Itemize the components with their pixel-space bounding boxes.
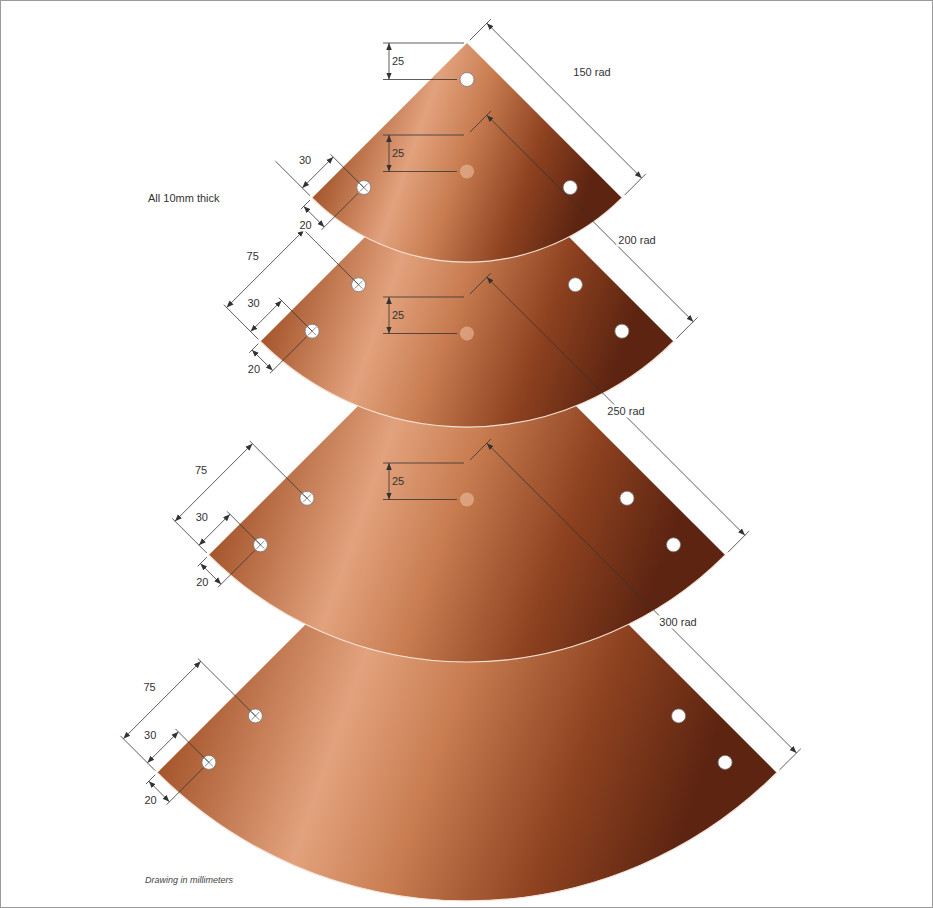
extension-line [470, 111, 491, 132]
sector-arc-edge [312, 198, 622, 262]
extension-line [330, 154, 363, 187]
bolt-hole [563, 181, 577, 195]
dimension-lines [121, 19, 801, 805]
sector-arc-edge [261, 342, 674, 428]
dimension-label: 30 [194, 510, 210, 523]
extension-line [383, 43, 464, 44]
extension-line [224, 305, 259, 340]
dimension-line [487, 23, 642, 178]
extension-line [270, 337, 307, 374]
extension-line [625, 174, 646, 195]
dimension-line [123, 661, 201, 739]
extension-line [172, 518, 207, 553]
dimension-label: 30 [142, 728, 158, 741]
bolt-hole [568, 278, 582, 292]
extension-line [301, 227, 358, 284]
dimension-label: 30 [297, 153, 313, 166]
extension-line [383, 79, 457, 80]
sector-arc-edge [209, 555, 725, 662]
bolt-hole [620, 491, 634, 505]
dimension-label: 75 [193, 463, 209, 476]
radius-label: 200 rad [616, 234, 657, 247]
radius-label: 250 rad [605, 405, 646, 418]
extension-line [176, 729, 209, 762]
dimension-line [389, 43, 390, 80]
extension-line [470, 273, 491, 294]
extension-line [322, 193, 359, 230]
dimension-line [487, 115, 694, 322]
bolt-hole [615, 324, 629, 338]
dimension-line [389, 297, 390, 334]
dimension-label: 20 [246, 362, 262, 375]
bolt-hole [667, 538, 681, 552]
note-text: Drawing in millimeters [145, 874, 233, 887]
extension-line [198, 659, 256, 716]
hidden-hole [460, 165, 474, 179]
dimension-label: 20 [142, 794, 158, 807]
extension-line [218, 550, 255, 587]
dimension-line [389, 135, 390, 172]
extension-line [383, 463, 464, 464]
hidden-hole [460, 327, 474, 341]
dimension-line [389, 463, 390, 500]
bolt-hole [718, 755, 732, 769]
dimension-label: 25 [392, 309, 404, 322]
note-text: All 10mm thick [148, 192, 220, 205]
dimension-label: 20 [297, 219, 313, 232]
extension-line [227, 511, 260, 544]
sector-arc-edge [157, 773, 776, 901]
dimension-label: 75 [141, 681, 157, 694]
extension-line [121, 736, 156, 771]
extension-line [383, 333, 457, 334]
extension-line [780, 749, 801, 770]
extension-line [728, 531, 749, 552]
radius-label: 300 rad [657, 616, 698, 629]
extension-line [676, 317, 697, 338]
dimension-line [175, 444, 252, 522]
bolt-hole [460, 73, 474, 87]
extension-line [470, 439, 491, 460]
dimension-line [487, 443, 797, 753]
dimension-label: 25 [392, 475, 404, 488]
copper-sector [312, 43, 622, 262]
extension-line [250, 441, 307, 498]
dimension-line [227, 230, 304, 307]
dimension-label: 25 [392, 147, 404, 160]
dimension-label: 20 [194, 576, 210, 589]
dimension-label: 25 [392, 55, 404, 68]
extension-line [383, 499, 457, 500]
extension-line [383, 171, 457, 172]
radius-label: 150 rad [571, 66, 612, 79]
sector-group [157, 43, 776, 901]
bolt-hole [672, 709, 686, 723]
extension-line [383, 297, 464, 298]
extension-line [279, 298, 312, 331]
extension-line [383, 135, 464, 136]
dimension-label: 30 [245, 297, 261, 310]
extension-line [275, 161, 310, 196]
extension-line [167, 768, 204, 805]
extension-line [470, 19, 491, 40]
dimension-line [487, 277, 745, 535]
dimension-label: 75 [245, 249, 261, 262]
hidden-hole [460, 493, 474, 507]
